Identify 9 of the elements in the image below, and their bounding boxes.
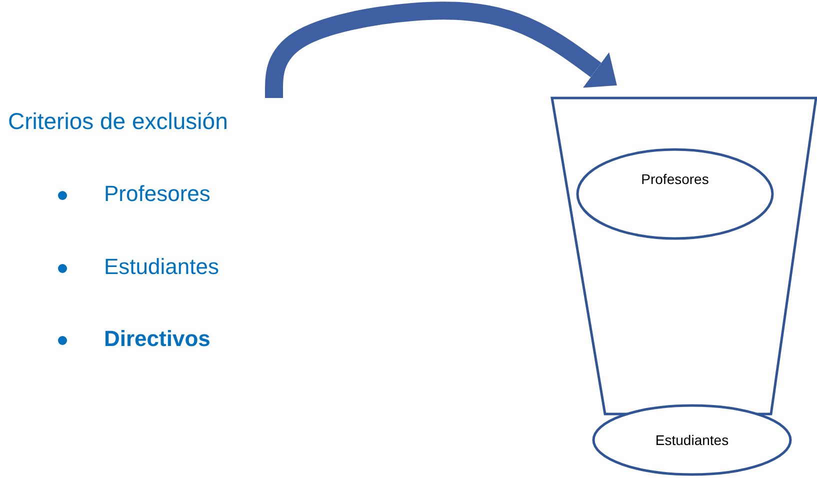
node-label: Criterios de exclusión: [8, 108, 228, 135]
ellipse-node: [592, 404, 792, 476]
list-item: Estudiantes: [104, 254, 219, 280]
ellipse-node: [576, 148, 774, 240]
node-label: Estudiantes: [655, 432, 729, 448]
list-item: Profesores: [104, 181, 210, 207]
list-item: Directivos: [104, 326, 210, 352]
node-label: Profesores: [641, 171, 709, 188]
funnel-shape: [551, 97, 817, 415]
